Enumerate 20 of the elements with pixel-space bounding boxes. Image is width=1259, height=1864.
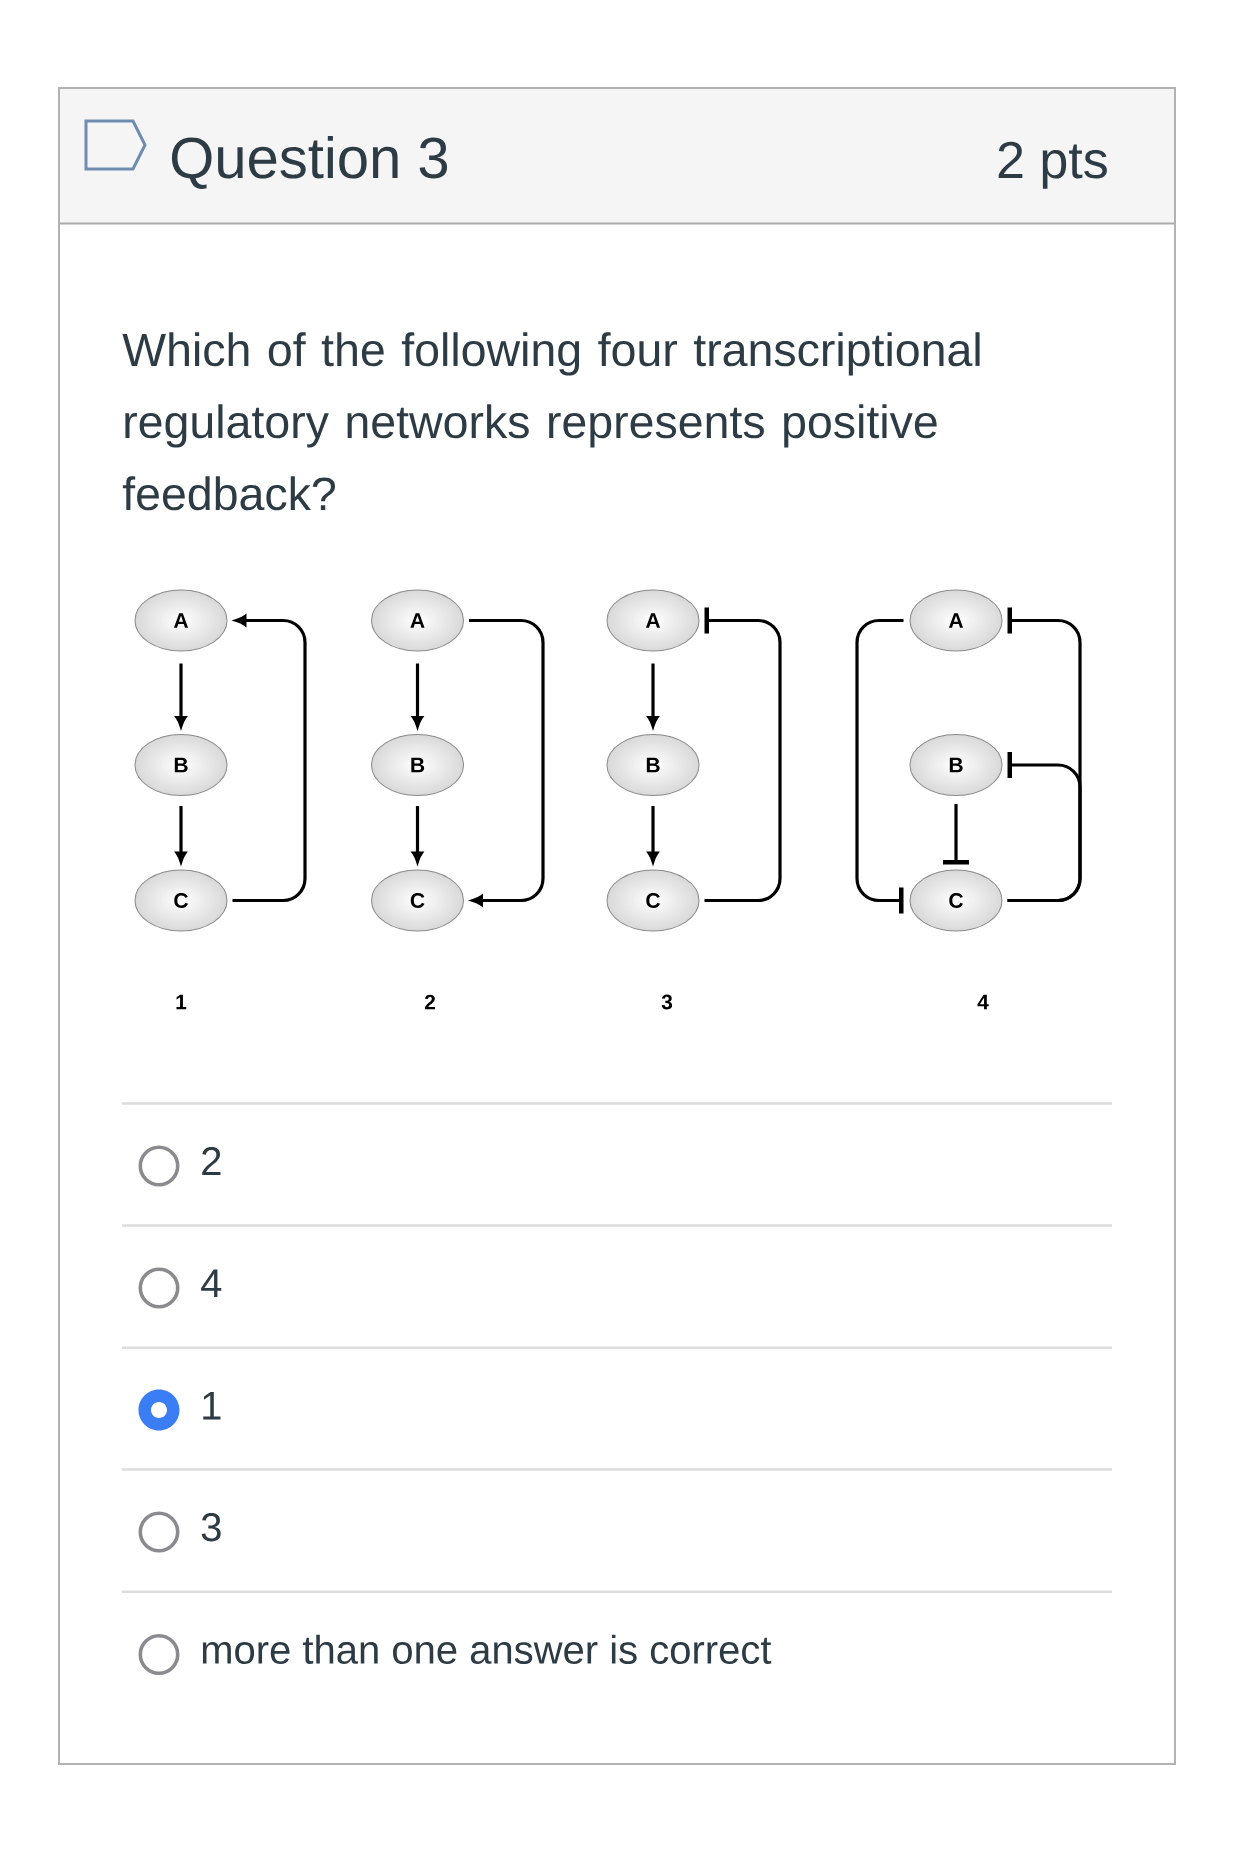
arrow xyxy=(175,663,187,728)
inhibition-line xyxy=(943,804,969,865)
points-label: 2 pts xyxy=(998,141,1107,189)
inhibition-line xyxy=(704,607,782,903)
question-text: Which of the following four transcriptional regulatory networks represents positive feedback? xyxy=(122,332,980,511)
network-number: 3 xyxy=(661,994,673,1010)
inhibition-line xyxy=(1007,752,1082,903)
network-number: 2 xyxy=(424,994,435,1010)
network-number: 4 xyxy=(977,994,989,1010)
answer-option: 4 xyxy=(201,1269,222,1297)
question-title: Question 3 xyxy=(171,135,448,189)
network-number: 1 xyxy=(176,994,187,1010)
answer-option: 3 xyxy=(201,1513,221,1542)
arrow xyxy=(647,663,659,728)
arrow xyxy=(232,614,307,903)
inhibition-line xyxy=(855,618,904,914)
answer-option: 1 xyxy=(203,1392,221,1420)
answer-option: 2 xyxy=(202,1147,221,1175)
arrow xyxy=(469,618,545,907)
answer-option: more than one answer is correct xyxy=(202,1634,772,1664)
